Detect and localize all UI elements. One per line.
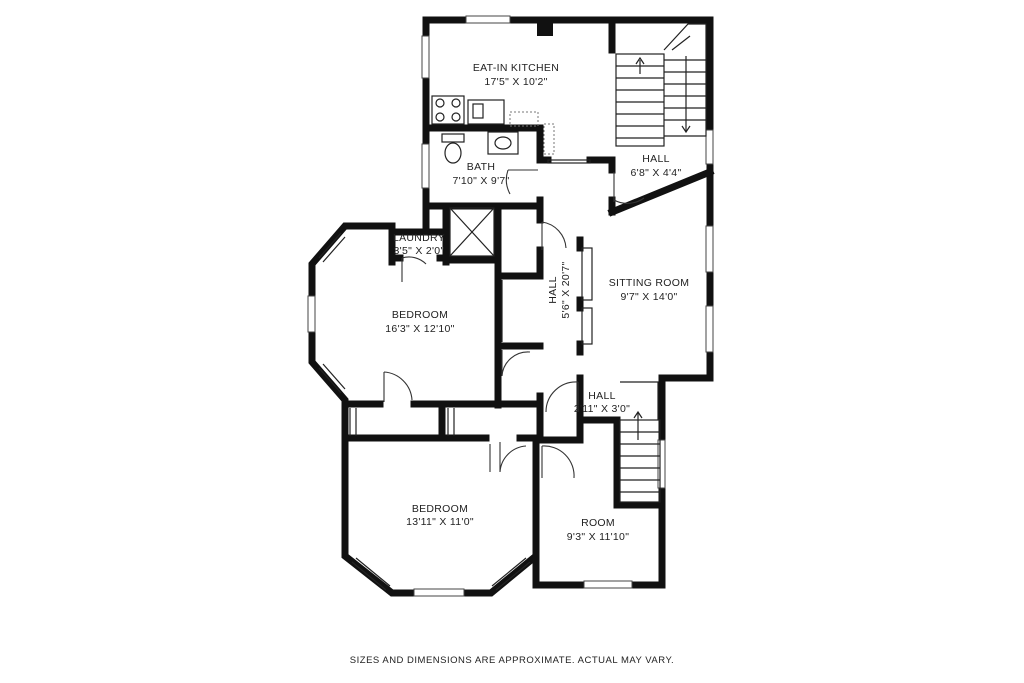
hall-center-dims: 5'6" X 20'7"	[560, 261, 572, 318]
disclaimer-note: SIZES AND DIMENSIONS ARE APPROXIMATE. AC…	[350, 655, 674, 666]
sitting-room-name: SITTING ROOM	[609, 277, 690, 289]
room-labels: EAT-IN KITCHEN 17'5" X 10'2" BATH 7'10" …	[385, 62, 689, 543]
bath-name: BATH	[467, 161, 495, 173]
hall-top-dims: 6'8" X 4'4"	[631, 167, 682, 179]
windows	[307, 15, 714, 597]
fixtures	[431, 95, 593, 345]
bedroom-upper-dims: 16'3" X 12'10"	[385, 323, 454, 335]
interior-walls	[341, 16, 715, 494]
hall-center-name: HALL	[547, 276, 559, 303]
bath-dims: 7'10" X 9'7"	[452, 175, 509, 187]
stairs	[615, 23, 707, 503]
sitting-room-dims: 9'7" X 14'0"	[620, 291, 677, 303]
room-dims: 9'3" X 11'10"	[567, 531, 629, 543]
bedroom-lower-name: BEDROOM	[412, 503, 468, 515]
hall-top-name: HALL	[642, 153, 669, 165]
bedroom-lower-dims: 13'11" X 11'0"	[406, 516, 474, 528]
laundry-dims: 3'5" X 2'0"	[394, 245, 445, 257]
doors	[349, 169, 645, 479]
kitchen-name: EAT-IN KITCHEN	[473, 62, 559, 74]
kitchen-dims: 17'5" X 10'2"	[484, 76, 547, 88]
exterior-walls	[308, 16, 714, 597]
room-name: ROOM	[581, 517, 615, 529]
bedroom-upper-name: BEDROOM	[392, 309, 448, 321]
hall-small-name: HALL	[588, 390, 615, 402]
hall-small-dims: 2'11" X 3'0"	[574, 403, 630, 415]
laundry-name: LAUNDRY	[393, 232, 445, 244]
